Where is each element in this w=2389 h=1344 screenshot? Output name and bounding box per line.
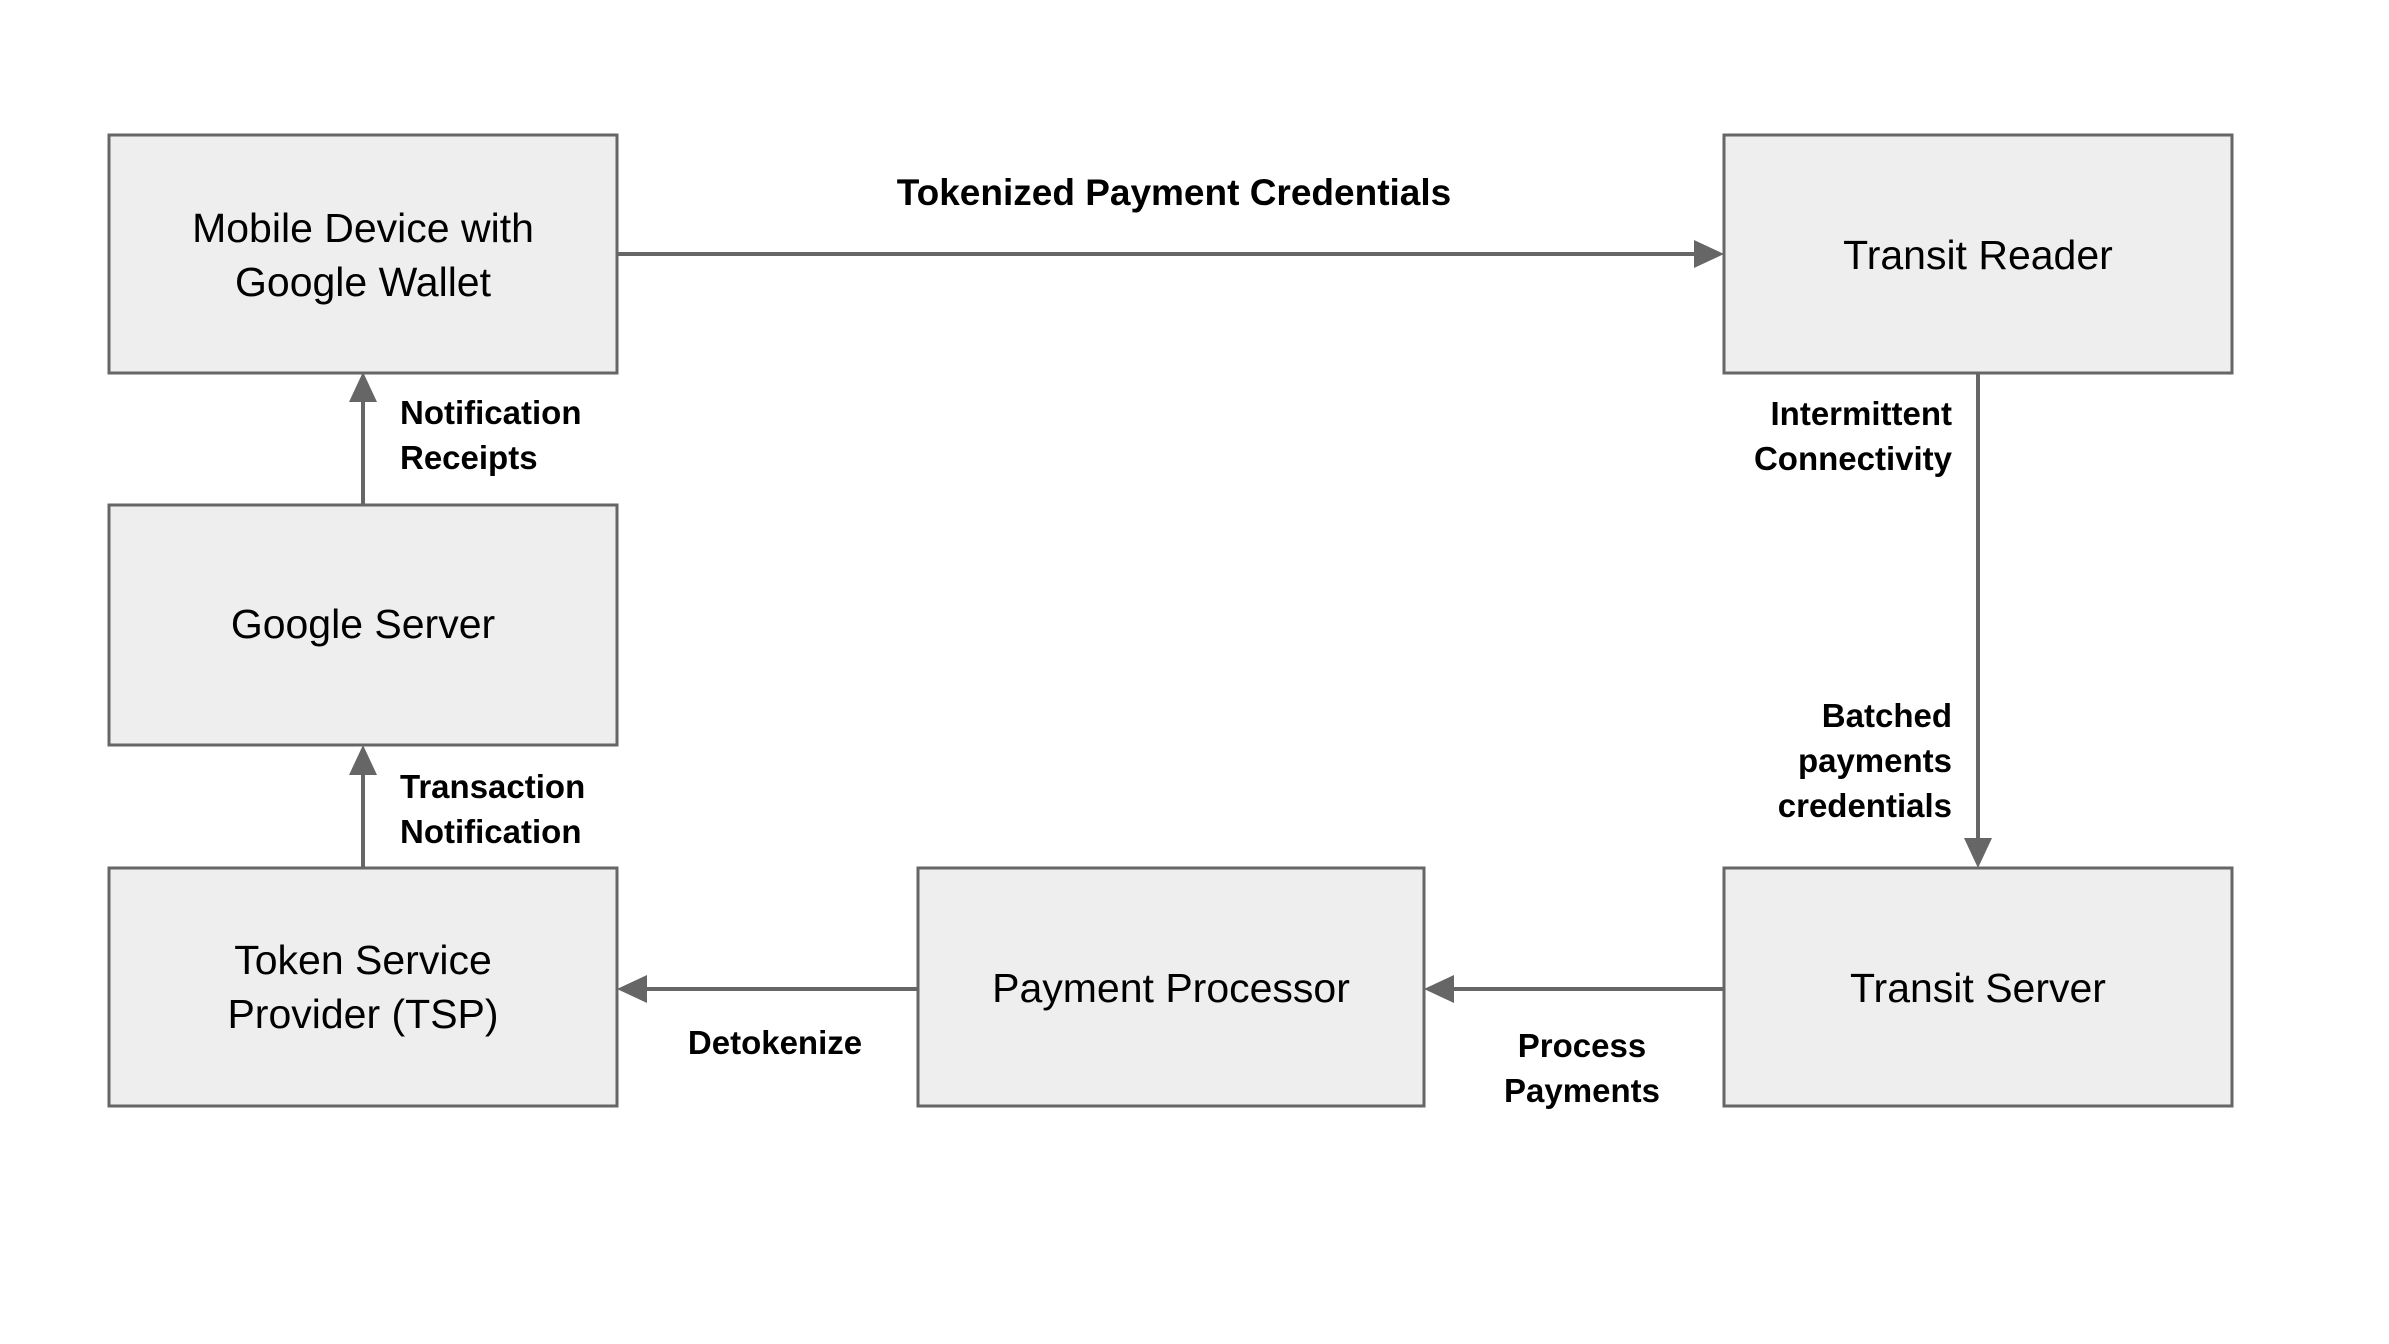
arrowhead-left-icon [617,975,647,1003]
node-label-transit-server: Transit Server [1850,965,2106,1011]
edge-label-tokenized-payment-credentials: Tokenized Payment Credentials [897,172,1451,213]
node-label-transit-reader: Transit Reader [1843,232,2113,278]
node-transit-server[interactable]: Transit Server [1722,866,2234,1108]
edge-tokenized-payment-credentials: Tokenized Payment Credentials [617,172,1724,268]
edge-label-intermittent-connectivity-line1: Intermittent [1771,395,1953,432]
node-mobile-device-with-google-wallet[interactable]: Mobile Device with Google Wallet [107,133,619,375]
arrowhead-up-icon [349,372,377,402]
edge-notification-receipts: Notification Receipts [349,372,581,505]
node-label-token-service-provider-line2: Provider (TSP) [227,991,498,1037]
edge-label-notification-receipts-line1: Notification [400,394,581,431]
edge-label-batched-payments-credentials-line1: Batched [1822,697,1952,734]
edge-label-notification-receipts-line2: Receipts [400,439,538,476]
edge-process-payments: Process Payments [1424,975,1724,1109]
node-box-mobile-device[interactable] [107,133,619,375]
node-google-server[interactable]: Google Server [107,503,619,747]
arrowhead-right-icon [1694,240,1724,268]
node-label-token-service-provider-line1: Token Service [234,937,492,983]
edge-label-process-payments-line1: Process [1518,1027,1646,1064]
edge-label-batched-payments-credentials-line3: credentials [1778,787,1952,824]
node-box-token-service-provider[interactable] [107,866,619,1108]
node-payment-processor[interactable]: Payment Processor [916,866,1426,1108]
node-label-mobile-device-line2: Google Wallet [235,259,492,305]
node-label-payment-processor: Payment Processor [992,965,1350,1011]
edge-transit-reader-to-transit-server: Intermittent Connectivity Batched paymen… [1754,373,1992,868]
edge-label-transaction-notification-line1: Transaction [400,768,585,805]
edge-label-process-payments-line2: Payments [1504,1072,1660,1109]
node-box-google-server[interactable] [107,503,619,747]
node-box-transit-reader[interactable] [1722,133,2234,375]
node-box-payment-processor[interactable] [916,866,1426,1108]
edge-label-batched-payments-credentials-line2: payments [1798,742,1952,779]
node-label-mobile-device-line1: Mobile Device with [192,205,534,251]
edge-detokenize: Detokenize [617,975,918,1061]
arrowhead-down-icon [1964,838,1992,868]
edge-label-transaction-notification-line2: Notification [400,813,581,850]
edge-label-detokenize: Detokenize [688,1024,862,1061]
node-token-service-provider[interactable]: Token Service Provider (TSP) [107,866,619,1108]
edge-label-intermittent-connectivity-line2: Connectivity [1754,440,1953,477]
node-box-transit-server[interactable] [1722,866,2234,1108]
node-label-google-server: Google Server [231,601,495,647]
arrowhead-up-icon [349,745,377,775]
arrowhead-left-icon [1424,975,1454,1003]
node-transit-reader[interactable]: Transit Reader [1722,133,2234,375]
edge-transaction-notification: Transaction Notification [349,745,585,868]
